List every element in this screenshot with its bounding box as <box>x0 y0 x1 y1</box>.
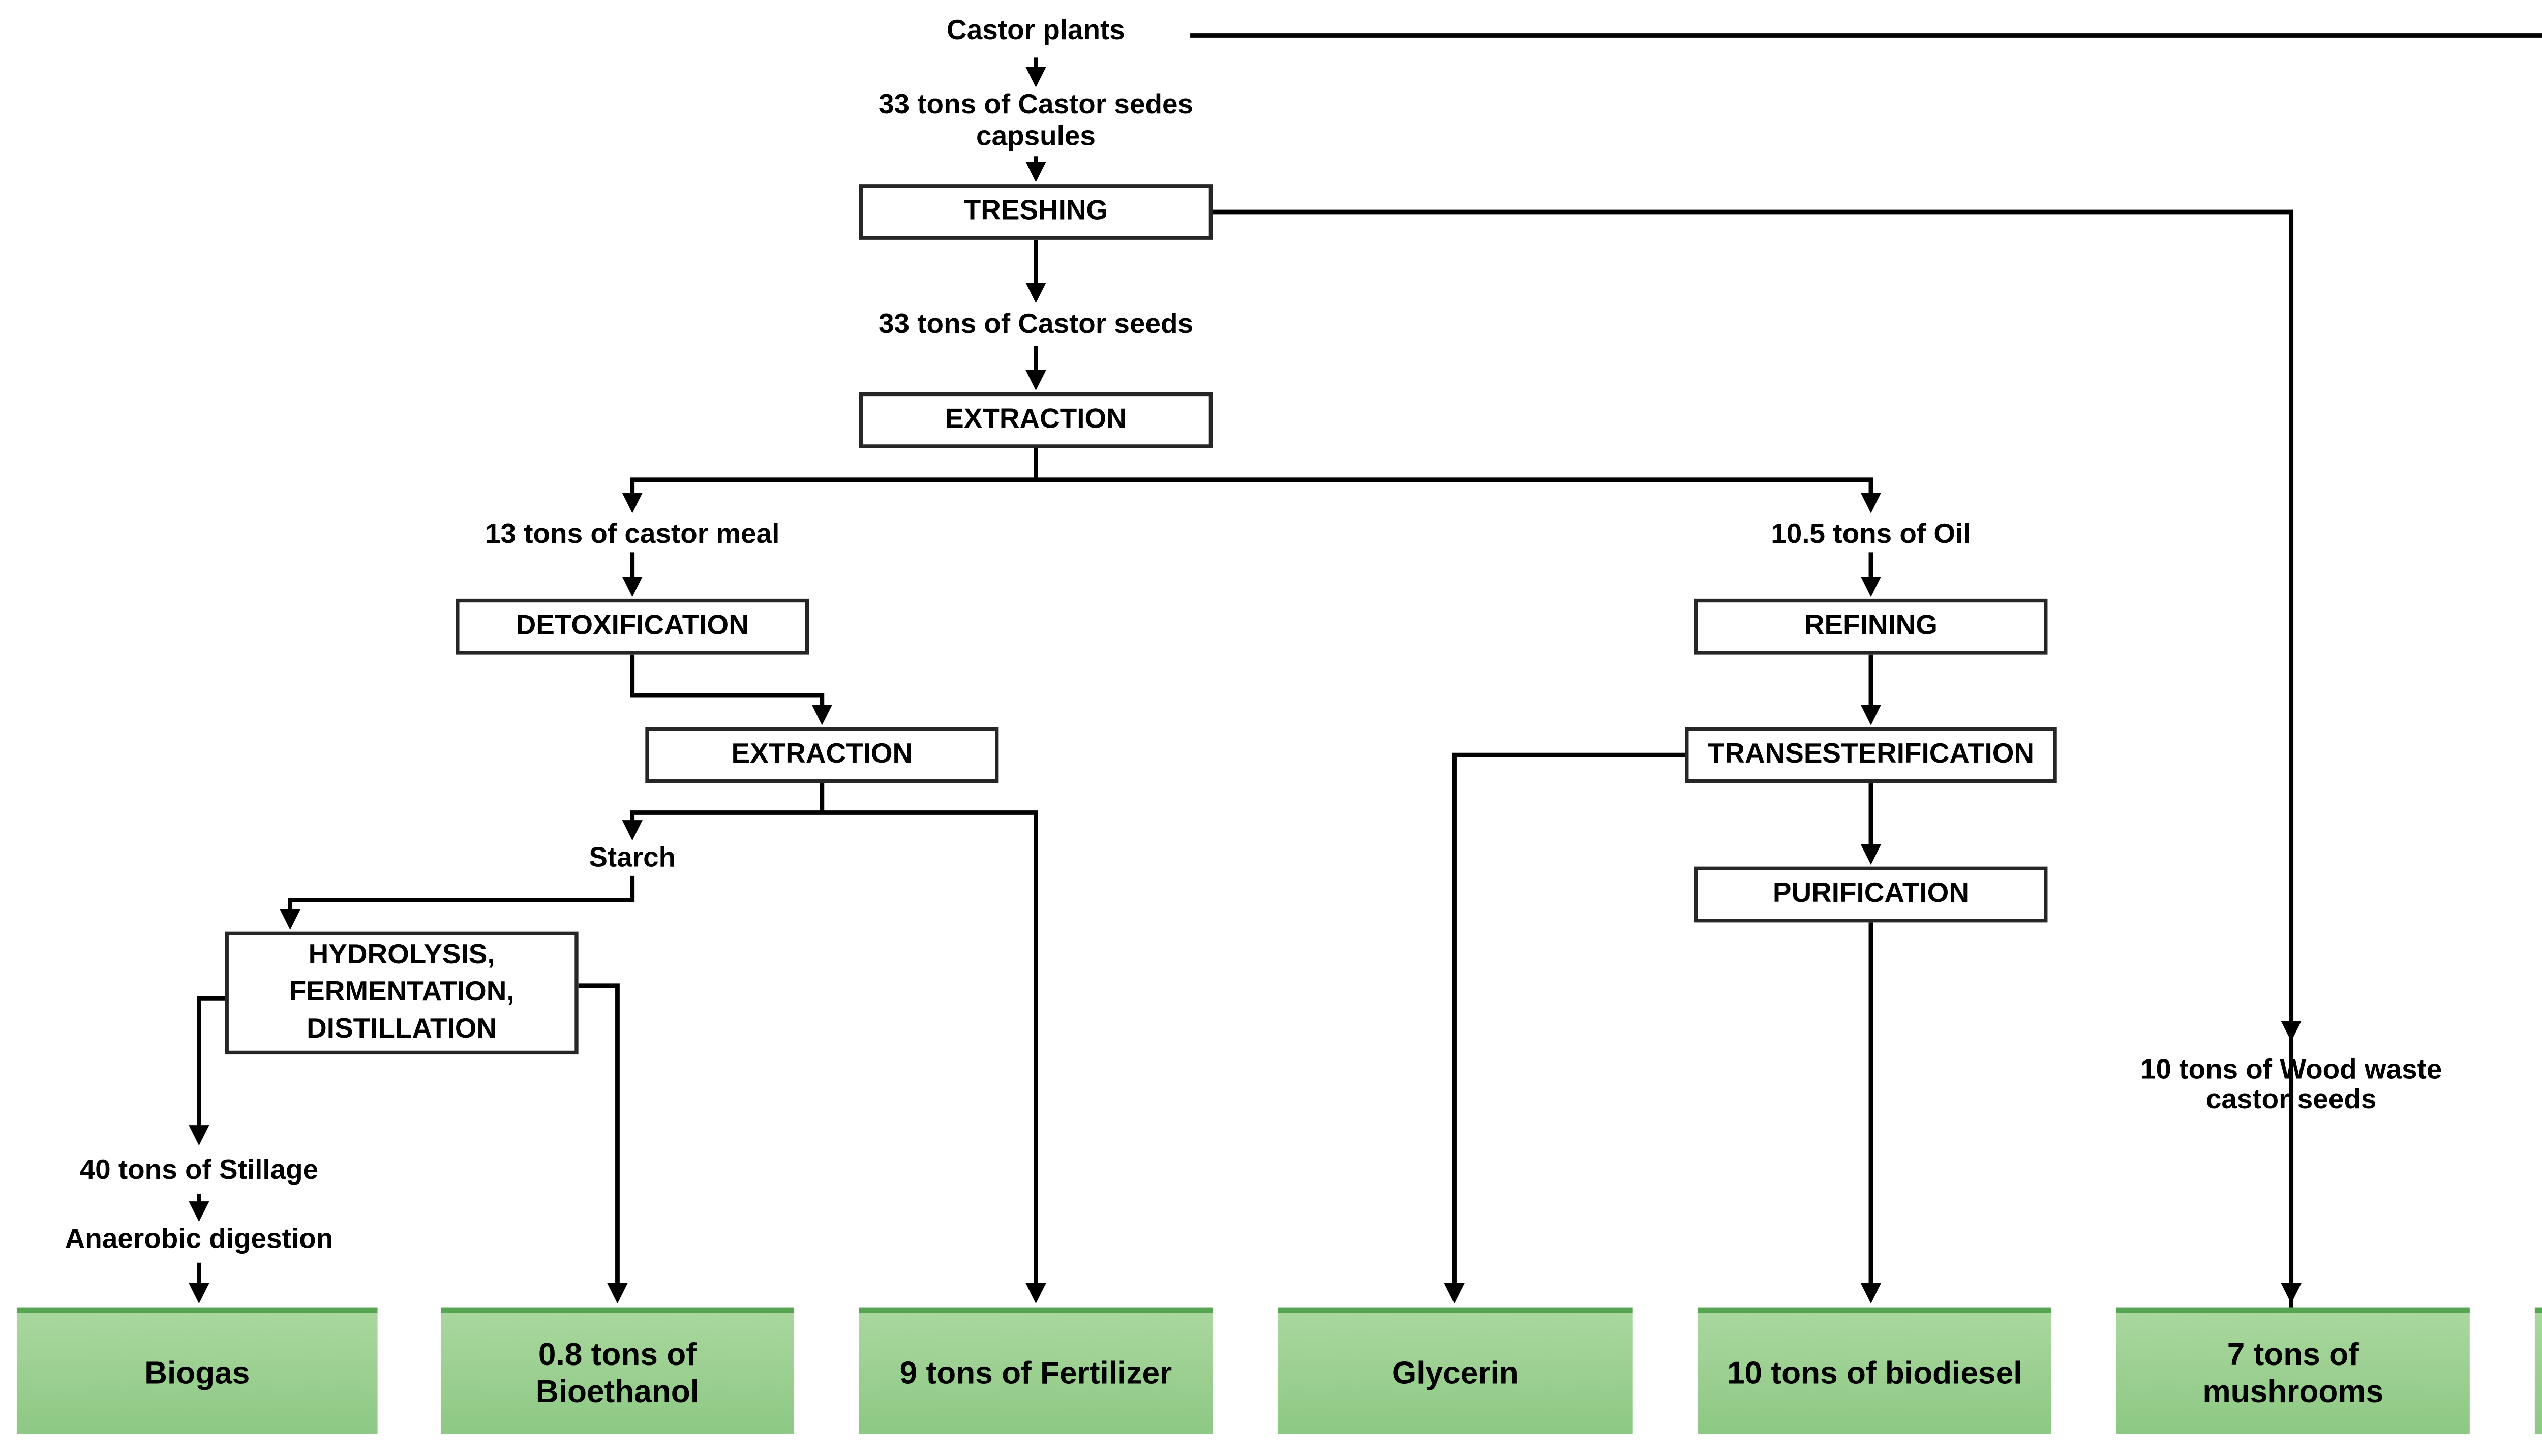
output-box-bioethanol: 0.8 tons of Bioethanol <box>440 1307 794 1434</box>
process-box-treshing: TRESHING <box>859 184 1213 240</box>
output-box-biogas: Biogas <box>16 1307 378 1434</box>
connector-extraction2-split <box>630 783 1038 1291</box>
output-box-mushrooms: 7 tons of mushrooms <box>2116 1307 2470 1434</box>
process-box-purification: PURIFICATION <box>1694 866 2048 923</box>
output-label: Glycerin <box>1391 1354 1519 1390</box>
arrowhead <box>1025 1283 1046 1304</box>
arrowhead <box>1860 844 1882 865</box>
connector-detox-extraction2 <box>630 654 825 711</box>
arrowhead <box>1860 493 1882 513</box>
arrowhead <box>607 1283 628 1304</box>
arrowhead <box>1444 1283 1465 1304</box>
connector-hydrolysis-stillage <box>197 996 225 1131</box>
label-stillage: 40 tons of Stillage <box>79 1155 319 1187</box>
output-box-fertilizer: 9 tons of Fertilizer <box>859 1307 1213 1434</box>
arrowhead <box>622 576 643 597</box>
connector-treshing-mushrooms <box>1213 209 2294 1308</box>
process-label: REFINING <box>1804 610 1938 642</box>
arrowhead <box>1860 705 1882 725</box>
output-box-wood-pellets: 483.50 tons of Wood pellets <box>2534 1307 2542 1434</box>
process-box-transesterification: TRANSESTERIFICATION <box>1685 727 2057 783</box>
process-box-extraction-2: EXTRACTION <box>645 727 999 783</box>
output-label: 7 tons of mushrooms <box>2202 1336 2384 1409</box>
label-oil: 10.5 tons of Oil <box>1771 519 1971 551</box>
arrowhead <box>280 909 300 930</box>
arrowhead <box>622 493 643 513</box>
connector-starch-hydrolysis <box>288 875 635 915</box>
process-label: HYDROLYSIS, FERMENTATION, DISTILLATION <box>289 939 515 1045</box>
label-wood-waste: 10 tons of Wood waste castor seeds <box>2140 1054 2442 1116</box>
arrowhead <box>622 820 643 841</box>
process-label: TRANSESTERIFICATION <box>1707 738 2035 770</box>
arrowhead <box>1860 576 1882 597</box>
label-castor-seeds: 33 tons of Castor seeds <box>879 309 1194 341</box>
process-label: EXTRACTION <box>731 738 913 770</box>
arrowhead <box>1025 67 1046 87</box>
output-box-biodiesel: 10 tons of biodiesel <box>1698 1307 2051 1434</box>
output-box-glycerin: Glycerin <box>1278 1307 1633 1434</box>
label-castor-meal: 13 tons of castor meal <box>485 519 780 551</box>
arrowhead <box>2281 1021 2302 1042</box>
label-castor-plants: Castor plants <box>947 15 1125 47</box>
label-castor-capsules: 33 tons of Castor sedes capsules <box>879 89 1194 153</box>
arrowhead <box>189 1201 209 1222</box>
arrowhead <box>1025 283 1046 304</box>
arrowhead <box>811 705 832 725</box>
arrowhead <box>189 1125 209 1146</box>
arrowhead <box>1860 1283 1882 1304</box>
process-box-detoxification: DETOXIFICATION <box>456 598 809 655</box>
label-starch: Starch <box>589 842 676 874</box>
process-box-hydrolysis-fermentation-distillation: HYDROLYSIS, FERMENTATION, DISTILLATION <box>225 931 579 1055</box>
process-box-extraction-1: EXTRACTION <box>859 392 1213 448</box>
process-box-refining: REFINING <box>1694 598 2048 655</box>
process-label: PURIFICATION <box>1772 877 1970 909</box>
arrowhead <box>1025 162 1046 183</box>
process-label: TRESHING <box>963 195 1108 227</box>
output-label: Biogas <box>144 1354 250 1390</box>
output-label: 9 tons of Fertilizer <box>899 1354 1172 1390</box>
connector-transesterification-glycerin <box>1452 752 1685 1291</box>
output-label: 0.8 tons of Bioethanol <box>535 1336 700 1409</box>
process-label: EXTRACTION <box>945 403 1127 435</box>
process-label: DETOXIFICATION <box>516 610 749 642</box>
output-label: 10 tons of biodiesel <box>1727 1354 2022 1390</box>
connector-plants-woodpellets <box>1190 33 2542 38</box>
arrowhead <box>2281 1283 2302 1304</box>
arrowhead <box>189 1283 209 1304</box>
connector-extraction-split <box>630 448 1873 501</box>
connector-hydrolysis-bioethanol <box>578 983 620 1291</box>
label-anaerobic-digestion: Anaerobic digestion <box>65 1223 334 1256</box>
arrowhead <box>1025 370 1046 391</box>
